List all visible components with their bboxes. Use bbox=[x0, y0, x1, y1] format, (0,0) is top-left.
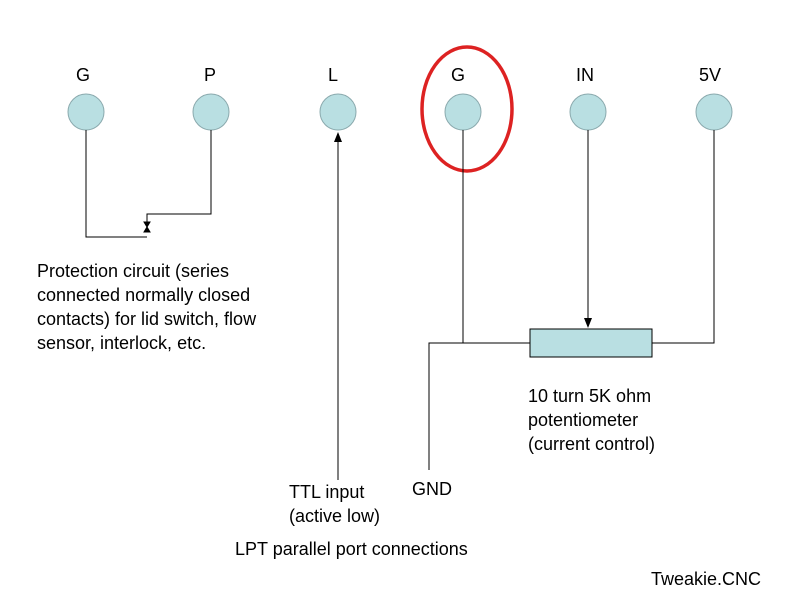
ttl-description: TTL input (active low) bbox=[289, 480, 380, 528]
protection-line-2: connected normally closed bbox=[37, 285, 251, 305]
pin-in bbox=[569, 93, 607, 131]
ttl-line-2: (active low) bbox=[289, 506, 381, 526]
pin-l bbox=[319, 93, 357, 131]
pot-line-3: (current control) bbox=[528, 434, 656, 454]
pin-label-5v: 5V bbox=[699, 65, 721, 85]
protection-line-1: Protection circuit (series bbox=[37, 261, 230, 281]
protection-line-4: sensor, interlock, etc. bbox=[37, 333, 207, 353]
pot-line-1: 10 turn 5K ohm bbox=[528, 386, 652, 406]
ttl-arrow-icon bbox=[334, 132, 342, 142]
potentiometer-description: 10 turn 5K ohm potentiometer (current co… bbox=[528, 384, 655, 456]
gnd-label: GND bbox=[412, 479, 452, 499]
pin-g1 bbox=[67, 93, 105, 131]
protection-description: Protection circuit (series connected nor… bbox=[37, 259, 256, 355]
pin-g2 bbox=[444, 93, 482, 131]
pin-label-l: L bbox=[328, 65, 338, 85]
pin-p bbox=[192, 93, 230, 131]
pin-label-g1: G bbox=[76, 65, 90, 85]
protection-wiring bbox=[85, 130, 212, 238]
ttl-line-1: TTL input bbox=[289, 482, 365, 502]
pot-line-2: potentiometer bbox=[528, 410, 639, 430]
vcc-wiring bbox=[652, 130, 715, 344]
pin-5v bbox=[695, 93, 733, 131]
caption: LPT parallel port connections bbox=[235, 539, 468, 559]
pin-label-g2: G bbox=[451, 65, 465, 85]
nc-contact-symbol bbox=[143, 221, 151, 233]
potentiometer bbox=[529, 328, 653, 358]
wiper-arrow-icon bbox=[584, 318, 592, 328]
pin-label-p: P bbox=[204, 65, 216, 85]
credit: Tweakie.CNC bbox=[651, 569, 762, 589]
highlight-ring bbox=[420, 45, 514, 173]
ground-wiring bbox=[428, 130, 530, 470]
protection-line-3: contacts) for lid switch, flow bbox=[37, 309, 257, 329]
pin-label-in: IN bbox=[576, 65, 594, 85]
